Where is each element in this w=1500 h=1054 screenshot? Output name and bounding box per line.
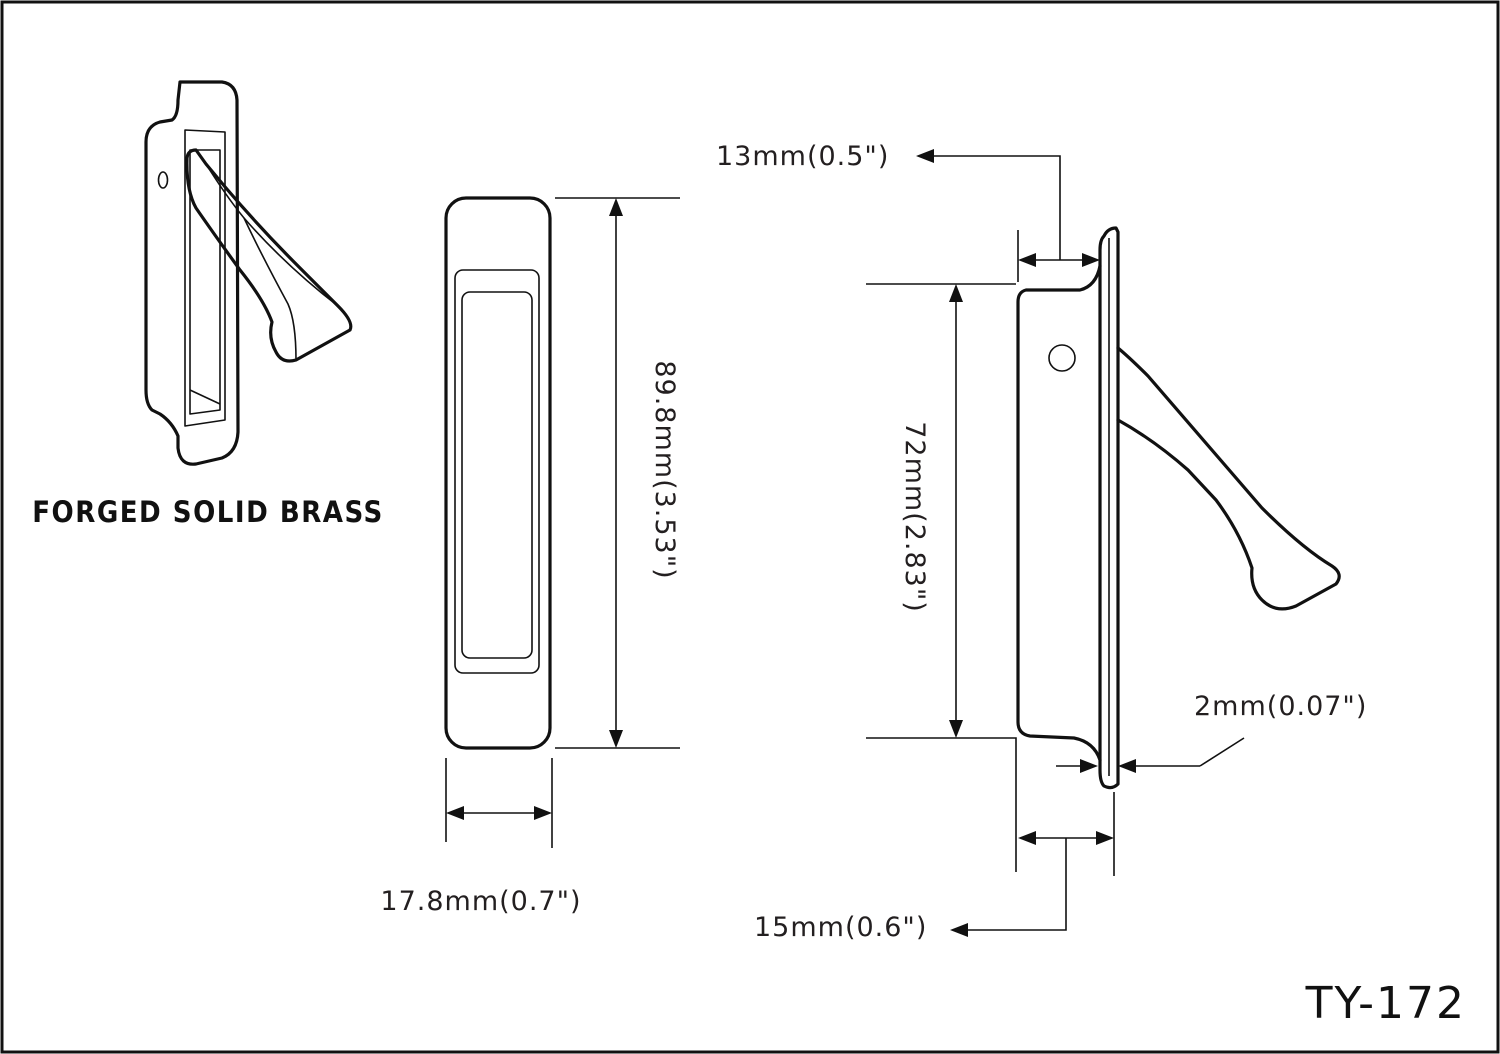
- plate-thickness-label: 2mm(0.07"): [1194, 691, 1367, 722]
- dimension-width-front: 17.8mm(0.7"): [380, 758, 581, 917]
- height-overall-label: 89.8mm(3.53"): [649, 360, 680, 579]
- dimension-body-depth: 15mm(0.6"): [754, 792, 1115, 943]
- dimension-height-overall: 89.8mm(3.53"): [555, 197, 680, 749]
- dimension-flange-depth: 13mm(0.5"): [716, 141, 1100, 282]
- dimension-height-inner: 72mm(2.83"): [866, 283, 1017, 872]
- model-number: TY-172: [1305, 978, 1466, 1029]
- dimension-plate-thickness: 2mm(0.07"): [1056, 691, 1367, 773]
- isometric-view: [144, 80, 353, 466]
- side-view: [1016, 226, 1341, 790]
- height-inner-label: 72mm(2.83"): [899, 421, 930, 613]
- material-label: FORGED SOLID BRASS: [32, 495, 384, 529]
- width-front-label: 17.8mm(0.7"): [380, 886, 581, 917]
- front-view: [444, 196, 552, 750]
- body-depth-label: 15mm(0.6"): [754, 912, 927, 943]
- flange-depth-label: 13mm(0.5"): [716, 141, 889, 172]
